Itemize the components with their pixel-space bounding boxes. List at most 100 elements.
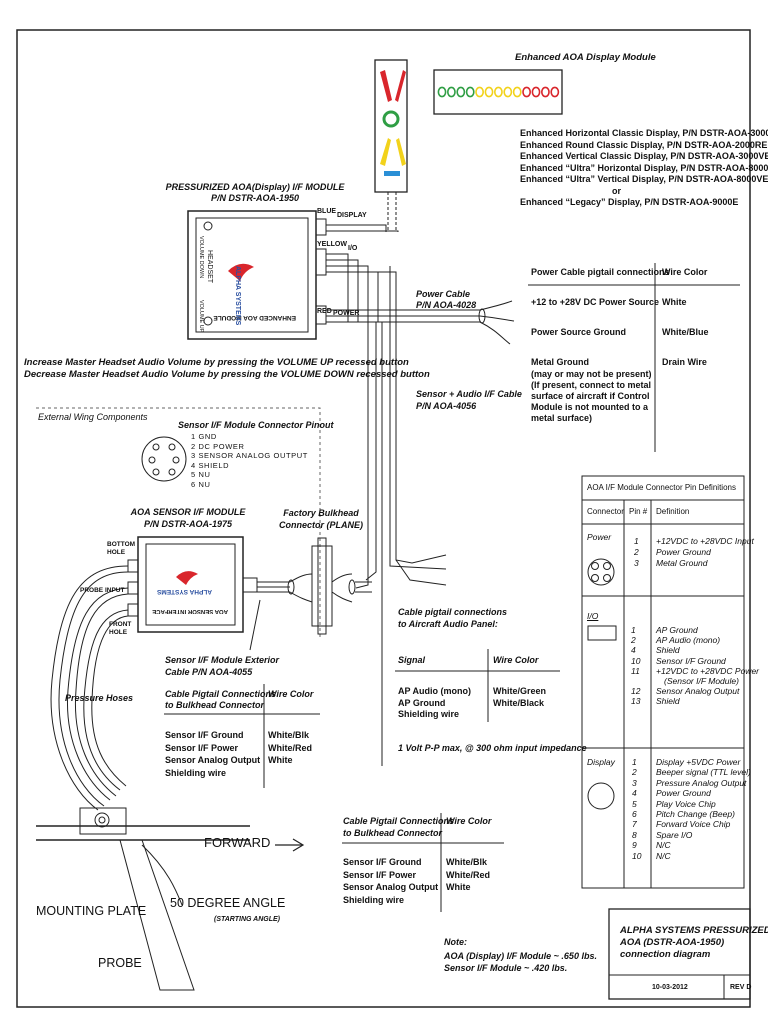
exterior-row-2-color: White/Red: [268, 742, 312, 753]
display-def-7: Forward Voice Chip: [656, 819, 731, 830]
bulkhead-row-3-conn: Sensor Analog Output: [343, 882, 439, 892]
io-pin-blank: [631, 676, 640, 686]
bulkhead-row-1-color: White/Blk: [446, 857, 488, 867]
pressurized-module-title: PRESSURIZED AOA(Display) I/F MODULE: [165, 182, 345, 192]
input-word: INPUT: [104, 587, 125, 594]
port-display: DISPLAY: [337, 212, 367, 219]
io-def-3: Shield: [656, 645, 680, 656]
audio-row-1-color: White/Green: [493, 686, 547, 696]
audio-row-2-sig: AP Ground: [398, 697, 446, 708]
power-row-2-conn: Power Source Ground: [531, 327, 627, 337]
power-pin-2: 2: [634, 547, 639, 557]
bulkhead-table-colors: White/Blk White/Red White: [446, 856, 490, 894]
sensor-brand: ALPHA SYSTEMS: [156, 588, 212, 595]
pin-defs-display-defs: Display +5VDC Power Beeper signal (TTL l…: [656, 757, 751, 861]
display-pin-5: 5: [632, 798, 637, 809]
pin-defs-header-definition: Definition: [656, 507, 690, 516]
audio-table-h1: Signal: [398, 655, 426, 665]
power-def-1: +12VDC to +28VDC Input: [656, 536, 754, 546]
display-def-5: Play Voice Chip: [656, 798, 716, 809]
pressure-hoses-label: Pressure Hoses: [65, 693, 134, 703]
display-pn-1: Enhanced Horizontal Classic Display, P/N…: [520, 128, 768, 138]
io-pin-2: 2: [631, 635, 636, 646]
power-def-2: Power Ground: [656, 547, 711, 557]
sensor-module-pn: P/N DSTR-AOA-1975: [143, 519, 233, 529]
io-def-7: Sensor Analog Output: [656, 686, 740, 697]
front-hole-1: FRONT: [109, 621, 132, 628]
pinout-list: 1 GND 2 DC POWER 3 SENSOR ANALOG OUTPUT …: [191, 432, 308, 490]
pinout-4: 4 SHIELD: [191, 460, 230, 470]
title-block-text: ALPHA SYSTEMS PRESSURIZED AOA (DSTR-AOA-…: [620, 925, 768, 961]
display-pn-4: Enhanced “Ultra” Horizontal Display, P/N…: [520, 162, 768, 173]
exterior-table-h1a: Cable Pigtail Connections: [165, 689, 277, 699]
yellow-chevron-right: [396, 138, 406, 166]
io-pin-1: 1: [631, 625, 636, 635]
title-line-2: AOA (DSTR-AOA-1950): [620, 937, 725, 948]
pin-defs-power-defs: +12VDC to +28VDC Input Power Ground Meta…: [656, 536, 754, 569]
power-row-3-conn: Metal Ground: [531, 357, 589, 367]
pin-defs-io-pins: 1 2 4 10 11 12 13: [631, 625, 640, 707]
io-def-8: Shield: [656, 696, 680, 707]
power-row-1-conn: +12 to +28V DC Power Source: [531, 297, 660, 307]
exterior-table-colors: White/Blk White/Red White: [268, 729, 312, 767]
port-blue: BLUE: [317, 208, 337, 215]
volume-up-label: VOLUME UP: [198, 300, 204, 333]
pressurized-body-label: ENHANCED AOA MODULE: [213, 314, 296, 321]
exterior-row-2-conn: Sensor I/F Power: [165, 742, 239, 753]
display-pn-2: Enhanced Round Classic Display, P/N DSTR…: [520, 139, 768, 150]
display-def-1: Display +5VDC Power: [656, 757, 741, 767]
exterior-row-1-conn: Sensor I/F Ground: [165, 730, 244, 740]
audio-row-2-color: White/Black: [493, 697, 545, 708]
title-block-rev: REV D: [730, 984, 752, 991]
title-line-3: connection diagram: [620, 949, 711, 960]
sensor-audio-cable-pn: P/N AOA-4056: [416, 401, 477, 411]
led-ring: [541, 86, 550, 98]
display-pn-3: Enhanced Vertical Classic Display, P/N D…: [520, 151, 768, 161]
volume-down-label: VOLUME DOWN: [198, 236, 204, 279]
weights-title: Note:: [444, 937, 467, 947]
horizontal-display-leds: [437, 86, 560, 98]
display-module-title: Enhanced AOA Display Module: [515, 52, 656, 63]
weight-display-module: AOA (Display) I/F Module ~ .650 lbs.: [444, 951, 597, 961]
pinout-5: 5 NU: [191, 470, 211, 480]
exterior-row-1-color: White/Blk: [268, 730, 310, 740]
exterior-row-4-conn: Shielding wire: [165, 767, 227, 778]
exterior-table-conns: Sensor I/F Ground Sensor I/F Power Senso…: [165, 729, 260, 779]
blue-bar: [384, 171, 400, 176]
led-ring: [531, 86, 541, 98]
display-def-8: Spare I/O: [656, 829, 693, 840]
exterior-table-h2: Wire Color: [268, 689, 314, 699]
sensor-audio-cable-label: Sensor + Audio I/F Cable: [416, 389, 522, 399]
bulkhead-table-h1b: to Bulkhead Connector: [343, 828, 443, 838]
pin-defs-display-name: Display: [587, 757, 615, 767]
sensor-module-title: AOA SENSOR I/F MODULE: [130, 507, 246, 517]
power-pin-1: 1: [634, 536, 639, 546]
led-ring: [475, 86, 484, 98]
io-pin-13: 13: [631, 696, 641, 707]
port-io: I/O: [348, 245, 358, 252]
angle-label: 50 DEGREE ANGLE: [170, 896, 286, 910]
display-pin-9: 9: [632, 840, 637, 851]
pinout-6: 6 NU: [191, 479, 211, 489]
led-ring: [484, 86, 494, 98]
exterior-table-h1b: to Bulkhead Connector: [165, 700, 265, 710]
io-pin-4: 4: [631, 645, 636, 656]
pressurized-brand: ALPHA SYSTEMS: [234, 266, 241, 326]
metal-note-3: surface of aircraft if Control: [531, 391, 650, 401]
power-table-header-conn: Power Cable pigtail connections: [531, 267, 670, 277]
yellow-chevron-left: [380, 138, 391, 166]
pinout-title: Sensor I/F Module Connector Pinout: [178, 420, 334, 430]
title-block-date: 10-03-2012: [652, 984, 688, 991]
exterior-cable-pn: Cable P/N AOA-4055: [165, 667, 253, 677]
audio-panel-title-2: to Aircraft Audio Panel:: [398, 619, 498, 629]
probe-input-label: PROBE INPUT: [80, 586, 124, 597]
io-def-4: Sensor I/F Ground: [656, 655, 726, 666]
pinout-2: 2 DC POWER: [191, 441, 245, 451]
display-pn-legacy: Enhanced “Legacy” Display, P/N DSTR-AOA-…: [520, 197, 739, 207]
external-wing-title: External Wing Components: [38, 412, 148, 422]
pressurized-module-pn: P/N DSTR-AOA-1950: [210, 193, 300, 203]
audio-table-h2: Wire Color: [493, 655, 539, 665]
